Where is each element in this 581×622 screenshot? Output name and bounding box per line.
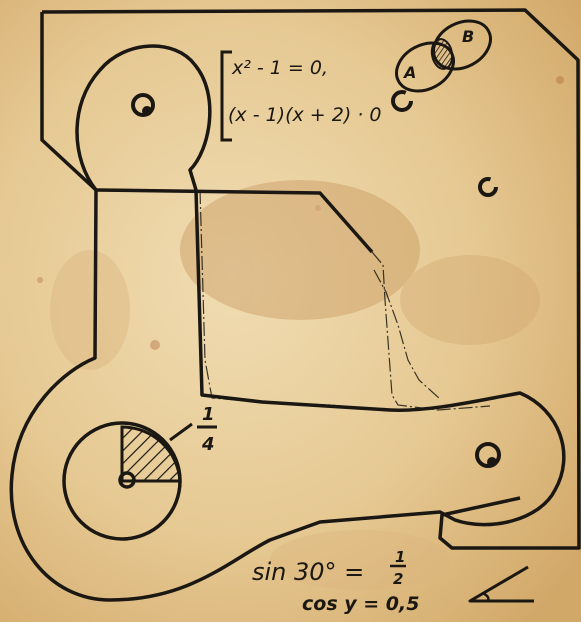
- equation-line-2: (x - 1)(x + 2) · 0: [228, 104, 381, 126]
- sin-formula: sin 30° =: [252, 558, 364, 586]
- sin-denominator: 2: [393, 570, 403, 588]
- screw-hole-icon: [131, 93, 155, 117]
- venn-diagram-icon: A B: [395, 19, 492, 93]
- venn-label-a: A: [402, 63, 416, 82]
- fraction-leader-line: [169, 422, 193, 442]
- equation-line-1: x² - 1 = 0,: [231, 57, 328, 79]
- screw-hole-icon: [478, 177, 498, 197]
- plate-top-join: [95, 188, 374, 254]
- angle-icon: [468, 565, 534, 603]
- sin-numerator: 1: [395, 548, 405, 566]
- screw-hole-icon: [118, 471, 136, 489]
- cos-formula: cos y = 0,5: [302, 593, 419, 615]
- paper-stains: [37, 76, 564, 590]
- fraction-denominator: 4: [201, 434, 215, 455]
- outer-plate-outline: [41, 8, 581, 550]
- bracket-outline: [9, 44, 566, 602]
- plate-left-edge: [40, 12, 98, 192]
- fraction-numerator: 1: [202, 404, 215, 425]
- screw-hole-icon: [391, 90, 413, 112]
- venn-label-b: B: [462, 27, 474, 46]
- equation-bracket: [220, 50, 232, 142]
- screw-hole-icon: [475, 442, 501, 468]
- shaded-quarter-circle-icon: [120, 425, 182, 483]
